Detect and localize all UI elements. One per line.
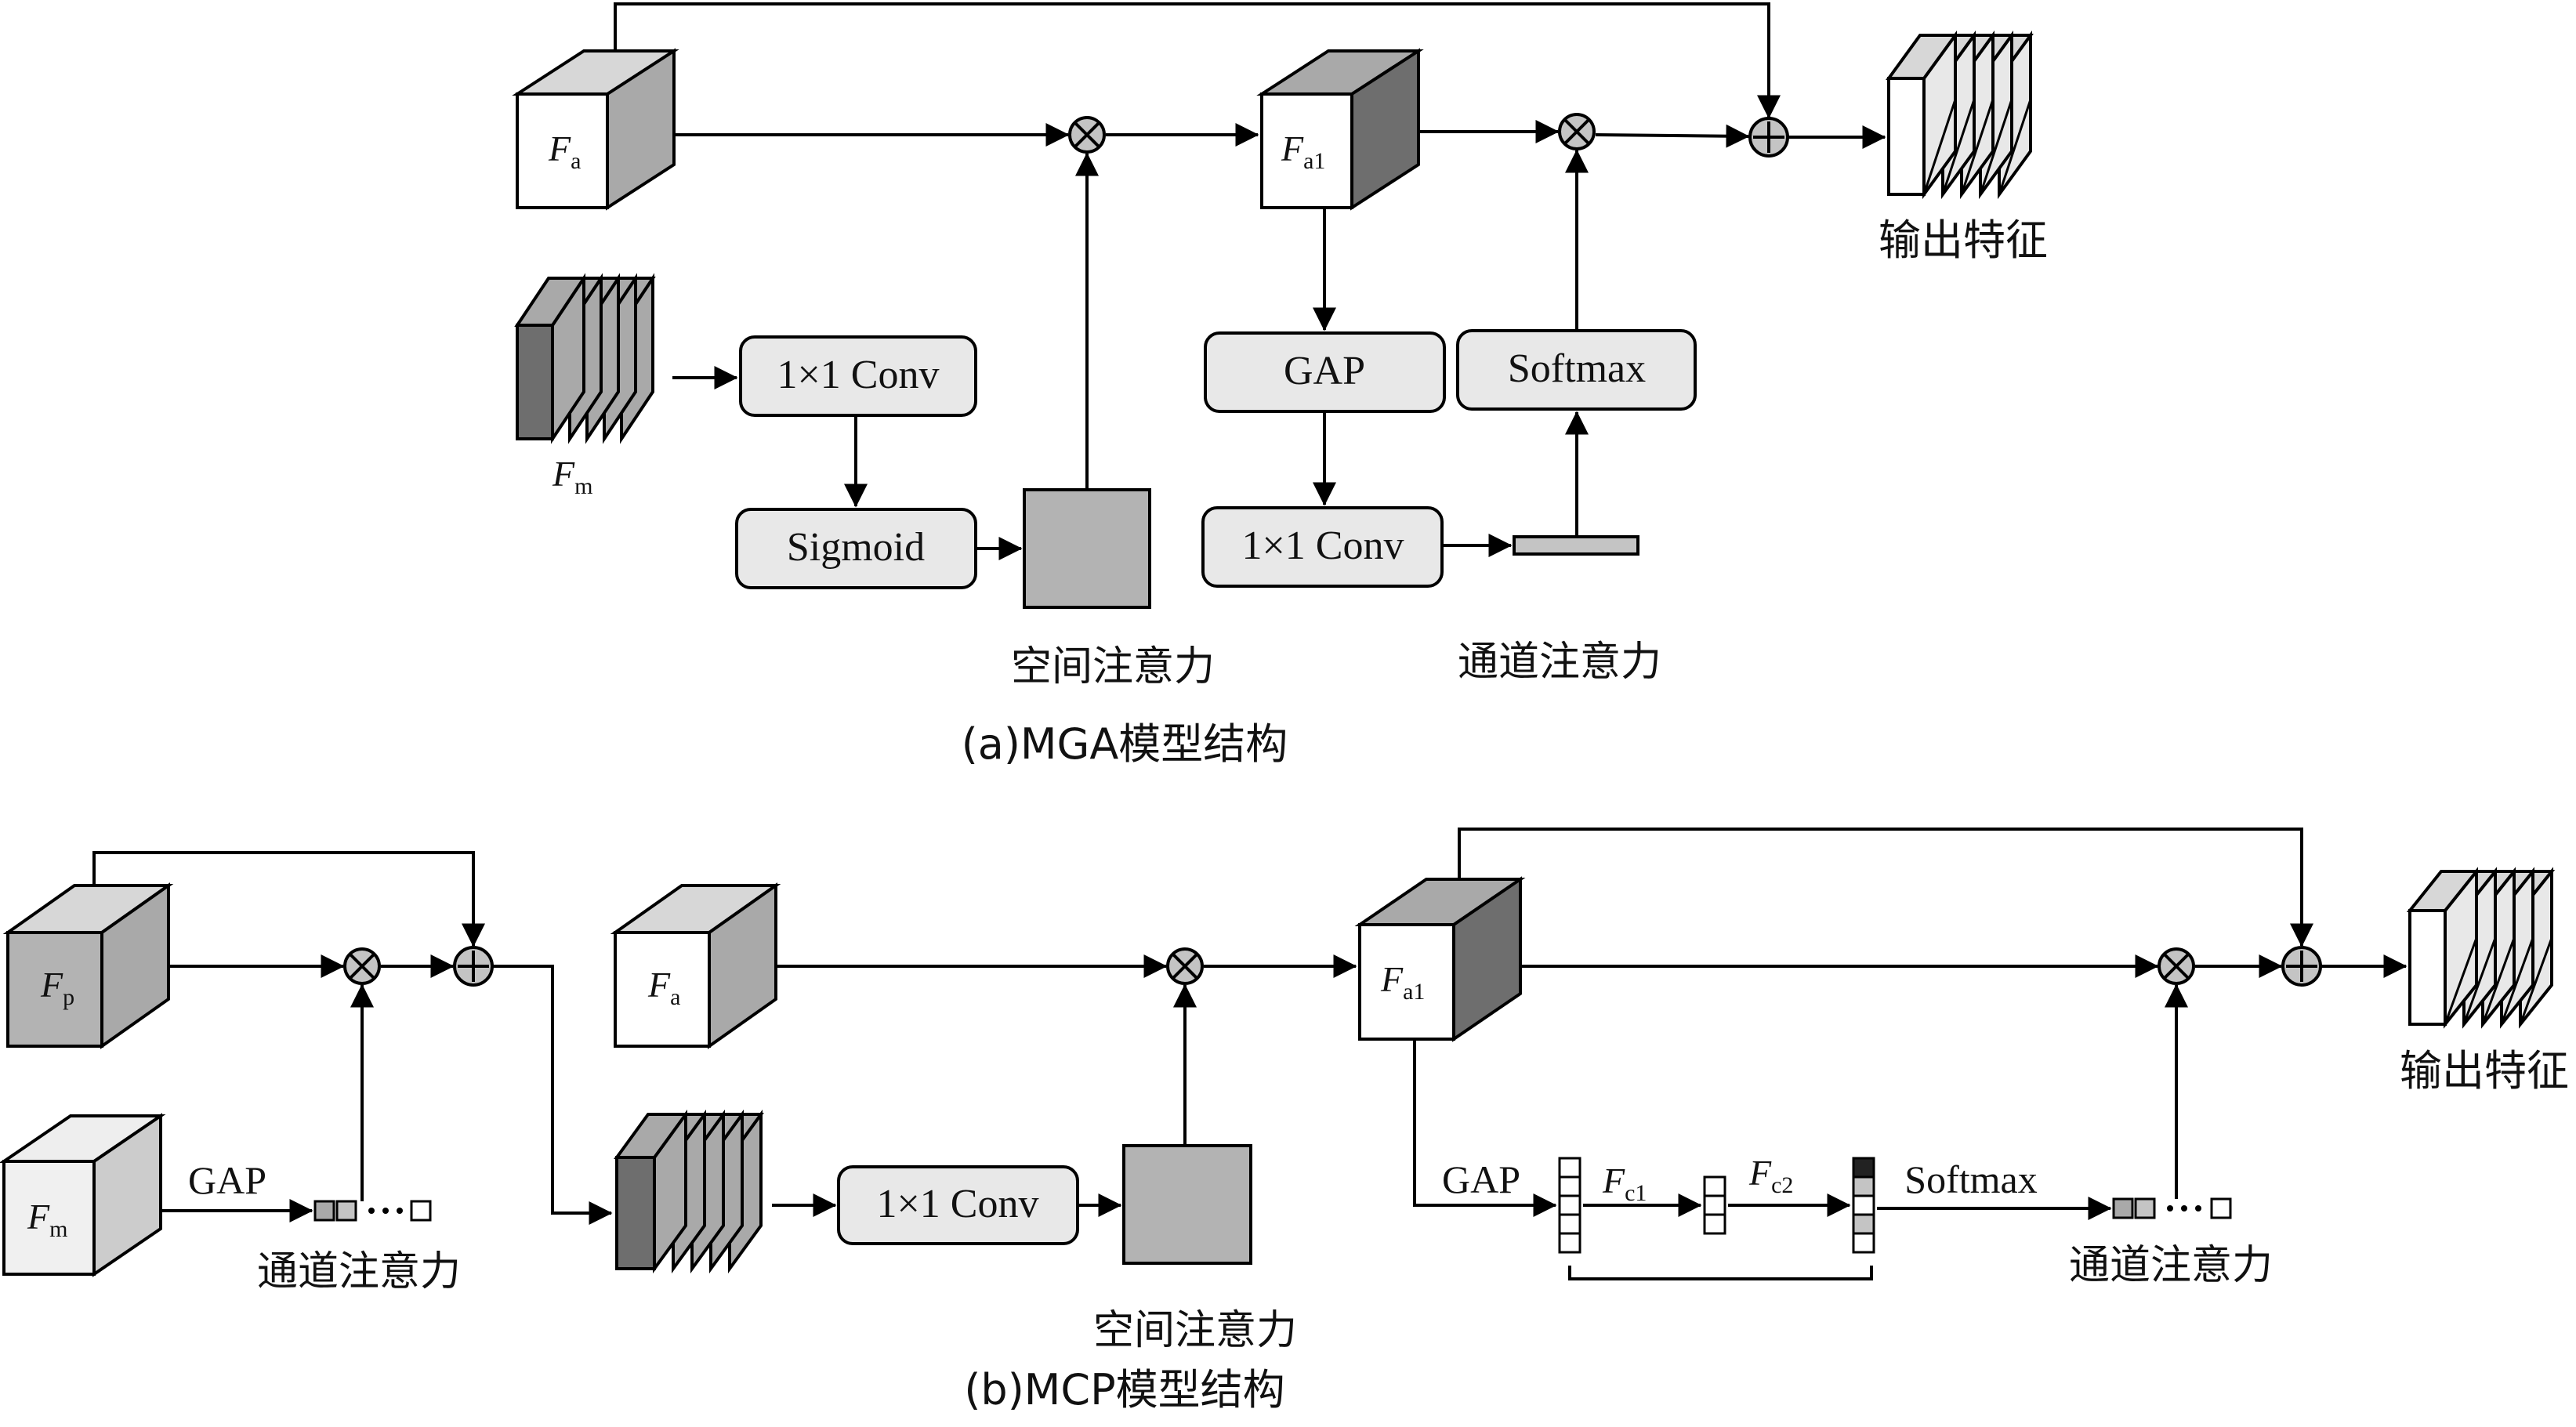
fa-cube: Fa <box>512 48 679 211</box>
gap-label: GAP <box>1284 349 1365 393</box>
output-feature-stack-icon <box>1886 30 2034 200</box>
softmax-label: Softmax <box>1904 1157 2037 1201</box>
fm-cube: Fm <box>0 1113 166 1277</box>
excitation-bracket <box>1568 1266 1873 1280</box>
vector-cell <box>1852 1194 1875 1216</box>
vector-cell <box>1852 1232 1875 1254</box>
fa1-cube: Fa1 <box>1256 48 1424 211</box>
vector-cell <box>1558 1175 1581 1197</box>
stack-front <box>1887 77 1926 196</box>
spatial-attention-caption: 空间注意力 <box>1093 1307 1297 1354</box>
panel-b-caption: (b)MCP模型结构 <box>964 1365 1284 1414</box>
channel-attention-caption: 通道注意力 <box>1458 639 1661 686</box>
vector-cell <box>1852 1175 1875 1197</box>
spatial-attention-map <box>1122 1144 1252 1265</box>
vector-cell <box>1558 1232 1581 1254</box>
add-op-icon <box>2281 946 2322 987</box>
multiply-op-icon <box>1558 113 1596 150</box>
gap-vector-icon <box>1558 1157 1581 1254</box>
output-feature-stack-icon <box>2406 867 2556 1029</box>
fused-feature-stack-icon <box>614 1109 764 1274</box>
conv-1x1-channel-label: 1×1 Conv <box>1241 523 1404 568</box>
channel-attention-vector <box>1513 535 1639 556</box>
multiply-op-icon <box>1166 947 1204 985</box>
conv-1x1-label: 1×1 Conv <box>876 1182 1038 1226</box>
fa-label: Fa <box>647 965 680 1010</box>
fc1-label: Fc1 <box>1602 1161 1647 1206</box>
fa1-label: Fa1 <box>1380 959 1425 1005</box>
fc2-label: Fc2 <box>1748 1153 1793 1198</box>
fm-label: Fm <box>552 454 592 499</box>
fp-cube: Fp <box>2 882 174 1049</box>
vector-cell <box>1558 1194 1581 1216</box>
channel-vector-left-icon <box>313 1200 432 1222</box>
fm-stacked-feature-icon <box>514 273 656 444</box>
gap-right-label: GAP <box>1442 1157 1520 1201</box>
output-feature-caption: 输出特征 <box>2400 1046 2569 1096</box>
vector-cell <box>1558 1213 1581 1235</box>
softmax-label: Softmax <box>1508 346 1646 391</box>
vector-cell <box>1852 1213 1875 1235</box>
stack-front <box>615 1156 656 1270</box>
panel-a-caption: (a)MGA模型结构 <box>962 719 1288 769</box>
output-feature-caption: 输出特征 <box>1879 215 2048 265</box>
multiply-op-icon <box>2158 947 2195 985</box>
stack-front <box>2408 909 2447 1026</box>
vector-cell <box>1852 1157 1875 1179</box>
add-op-icon <box>1748 117 1789 158</box>
channel-attention-left-caption: 通道注意力 <box>257 1248 461 1295</box>
gap-left-label: GAP <box>188 1158 266 1202</box>
multiply-op-icon <box>343 947 381 985</box>
conv-1x1-module <box>739 335 977 417</box>
fa-label: Fa <box>548 129 581 174</box>
fc1-vector-icon <box>1703 1175 1726 1235</box>
channel-attention-right-caption: 通道注意力 <box>2069 1242 2273 1289</box>
stack-front <box>516 324 554 440</box>
multiply-op-icon <box>1068 116 1106 154</box>
panel-b: Fp Fm GAP 通道注意力 <box>0 828 2569 1414</box>
vector-cell <box>1703 1175 1726 1197</box>
fc2-vector-icon <box>1852 1157 1875 1254</box>
vector-cell <box>1703 1194 1726 1216</box>
fm-label: Fm <box>27 1197 67 1242</box>
panel-a: Fa Fm 1×1 Conv Sigmoid 空间注意力 Fa1 GAP <box>512 2 2048 769</box>
fa-cube: Fa <box>610 882 781 1049</box>
conv-1x1-label: 1×1 Conv <box>777 353 939 397</box>
fp-label: Fp <box>40 965 74 1010</box>
spatial-attention-map <box>1023 488 1151 609</box>
fa1-label: Fa1 <box>1281 129 1325 174</box>
vector-cell <box>1703 1213 1726 1235</box>
channel-vector-right-icon <box>2112 1197 2232 1219</box>
sigmoid-label: Sigmoid <box>787 525 925 570</box>
vector-cell <box>1558 1157 1581 1179</box>
add-op-icon <box>453 946 494 987</box>
panel-a-connectors <box>614 2 1886 560</box>
panel-b-connectors <box>92 828 2408 1225</box>
spatial-attention-caption: 空间注意力 <box>1011 643 1215 690</box>
fa1-cube: Fa1 <box>1354 876 1526 1042</box>
